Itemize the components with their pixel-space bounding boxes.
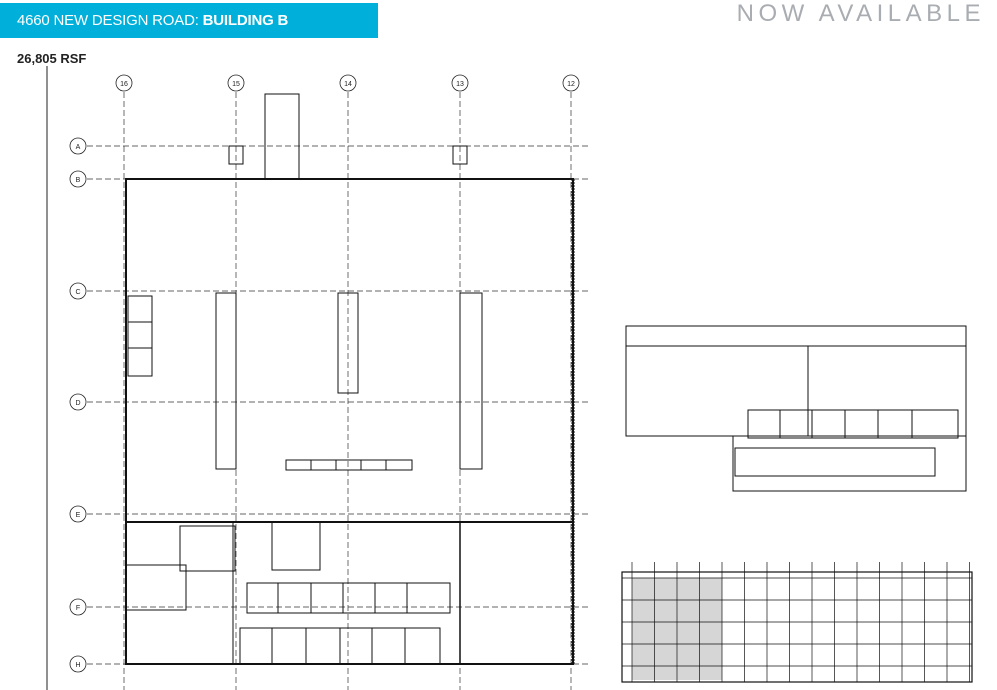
row-marker bbox=[69, 393, 87, 411]
reference-plan-upper bbox=[625, 325, 967, 492]
column-marker bbox=[451, 74, 469, 92]
row-marker bbox=[69, 598, 87, 616]
row-label: D bbox=[75, 400, 80, 407]
page-header: 4660 NEW DESIGN ROAD: BUILDING B bbox=[0, 3, 378, 38]
column-label: 15 bbox=[232, 81, 240, 88]
column-marker bbox=[227, 74, 245, 92]
area-label: 26,805 RSF bbox=[17, 51, 87, 66]
row-label: F bbox=[76, 605, 80, 612]
column-label: 12 bbox=[567, 81, 575, 88]
row-label: E bbox=[76, 512, 81, 519]
column-label: 13 bbox=[456, 81, 464, 88]
main-plan bbox=[125, 93, 575, 665]
row-marker bbox=[69, 282, 87, 300]
row-marker bbox=[69, 505, 87, 523]
row-marker bbox=[69, 137, 87, 155]
row-label: A bbox=[76, 144, 81, 151]
column-label: 16 bbox=[120, 81, 128, 88]
header-title-building: BUILDING B bbox=[202, 12, 289, 29]
column-marker bbox=[115, 74, 133, 92]
row-marker bbox=[69, 170, 87, 188]
availability-status: NOW AVAILABLE bbox=[736, 0, 985, 27]
row-label: C bbox=[75, 289, 80, 296]
row-label: B bbox=[76, 177, 81, 184]
row-marker bbox=[69, 655, 87, 673]
grid-labels: 16 15 14 13 12A B C D E F H bbox=[69, 74, 580, 673]
column-label: 14 bbox=[344, 81, 352, 88]
column-marker bbox=[339, 74, 357, 92]
reference-plan-lower bbox=[621, 562, 973, 683]
column-marker bbox=[562, 74, 580, 92]
header-title-prefix: 4660 NEW DESIGN ROAD: bbox=[17, 12, 203, 29]
row-label: H bbox=[75, 662, 80, 669]
